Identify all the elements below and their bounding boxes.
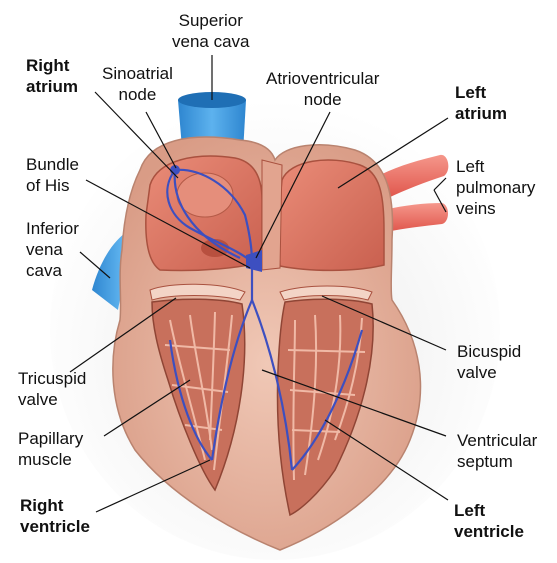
label-tricuspid-valve: Tricuspid valve xyxy=(18,368,86,410)
label-papillary-muscle: Papillary muscle xyxy=(18,428,83,470)
label-left-ventricle: Left ventricle xyxy=(454,500,524,542)
label-left-pulmonary-veins: Left pulmonary veins xyxy=(456,156,535,219)
label-right-ventricle: Right ventricle xyxy=(20,495,90,537)
label-left-atrium: Left atrium xyxy=(455,82,507,124)
label-bundle-of-his: Bundle of His xyxy=(26,154,79,196)
label-sinoatrial-node: Sinoatrial node xyxy=(102,63,173,105)
atrial-septum xyxy=(262,160,282,270)
left-atrium-chamber xyxy=(278,160,384,270)
label-right-atrium: Right atrium xyxy=(26,55,78,97)
right-atrium-fold xyxy=(177,173,233,217)
label-bicuspid-valve: Bicuspid valve xyxy=(457,341,521,383)
label-atrioventricular-node: Atrioventricular node xyxy=(266,68,379,110)
label-ventricular-septum: Ventricular septum xyxy=(457,430,537,472)
label-inferior-vena-cava: Inferior vena cava xyxy=(26,218,79,281)
label-superior-vena-cava: Superior vena cava xyxy=(172,10,250,52)
